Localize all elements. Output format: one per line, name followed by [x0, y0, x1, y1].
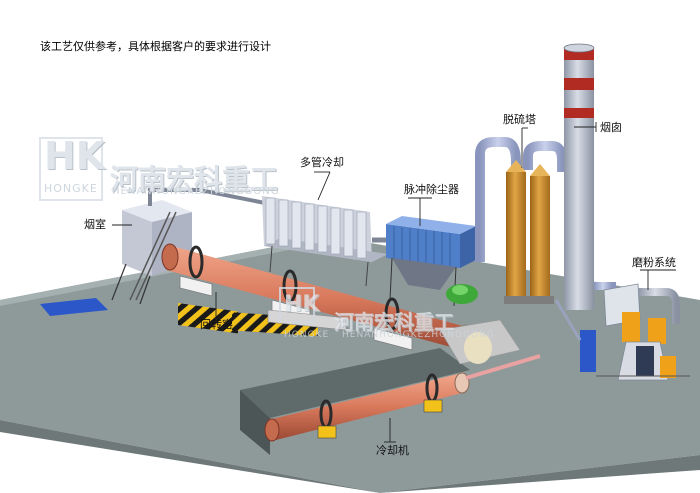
watermark-brand-en: HONGKE: [44, 182, 98, 195]
watermark-mark: [39, 137, 315, 323]
label-pulse-dust-collector: 脉冲除尘器: [404, 183, 459, 196]
cooler-pit: [240, 348, 470, 455]
grinding-system-unit: [554, 283, 690, 381]
label-cooler: 冷却机: [376, 444, 409, 457]
desulfurization-towers: [475, 137, 567, 304]
watermark-brand-en-center: HONGKE: [284, 330, 330, 340]
rotary-kiln-unit: [161, 243, 521, 365]
label-desulfurization-tower: 脱硫塔: [503, 113, 536, 126]
watermark-initials: HK: [44, 134, 106, 178]
watermark-logo-center: HK 河南宏科重工 HONGKE HENANHONGKEZHONGGONG: [280, 290, 550, 350]
watermark-company-en-center: HENANHONGKEZHONGGONG: [342, 330, 495, 340]
watermark-initials-center: HK: [284, 292, 320, 317]
label-multi-tube-cooler: 多管冷却: [300, 156, 344, 169]
pulse-dust-collector-unit: [372, 216, 478, 307]
watermark-company-cn: 河南宏科重工: [110, 163, 279, 196]
water-pool: [40, 298, 108, 316]
label-chimney-stack: 烟囱: [600, 121, 622, 134]
multi-tube-cooler-unit: [262, 196, 388, 287]
label-rotary-kiln: 回转窑: [200, 318, 233, 331]
chimney: [563, 43, 616, 310]
label-grinding-system: 磨粉系统: [632, 256, 676, 269]
watermark-company-en: HENANHONGKEZHONGGONG: [112, 186, 280, 197]
design-note: 该工艺仅供参考，具体根据客户的要求进行设计: [40, 40, 271, 53]
label-smoke-chamber: 烟室: [84, 218, 106, 231]
leader-lines: [112, 122, 676, 443]
watermark-logo: HK 河南宏科重工 HONGKE HENANHONGKEZHONGGONG: [40, 128, 310, 204]
watermark-company-cn-center: 河南宏科重工: [334, 310, 454, 334]
cooler-unit: [264, 354, 541, 442]
